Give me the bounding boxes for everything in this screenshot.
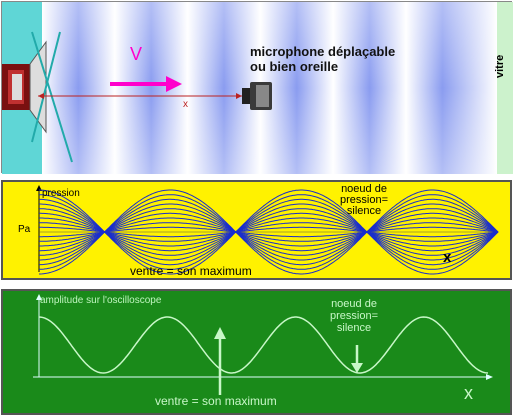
tube-panel [1,1,513,174]
pressure-envelope-curve [39,189,499,275]
pressure-envelope-curve [39,217,499,247]
scope-antinode-label: ventre = son maximum [155,394,277,408]
pressure-node-line1: noeud de [341,183,387,195]
oscilloscope-drawing [33,294,493,395]
pressure-panel [1,180,512,280]
amplitude-axis-label: amplitude sur l'oscilloscope [40,295,162,306]
pressure-envelope-curve [39,212,499,252]
scope-node-line2: pression= [330,310,379,322]
microphone-label: microphone déplaçable ou bien oreille [250,44,395,74]
pressure-envelope-curve [39,194,499,270]
glass-label: vitre [494,54,506,78]
pressure-envelope-curve [39,226,499,238]
pressure-envelope-curve [38,198,499,266]
oscilloscope-panel [1,289,512,415]
scope-x-label: x [464,383,473,403]
pressure-node-line3: silence [346,205,382,217]
distance-label: x [183,99,188,110]
pressure-envelope-curve [39,217,499,247]
microphone-icon [242,82,272,110]
speaker-icon [2,31,73,163]
pressure-envelope-curve [38,198,499,266]
pressure-envelope-curve [39,194,499,270]
pressure-envelopes [38,189,499,275]
scope-node-line3: silence [336,322,372,334]
pressure-envelope-curve [39,189,499,275]
tube-drawing [2,2,513,174]
pressure-node-line2: pression= [340,194,389,206]
pressure-antinode-label: ventre = son maximum [130,264,252,278]
glass-wall [497,2,513,174]
scope-node-label: noeud de pression= silence [330,298,378,334]
pressure-envelope-curve [39,226,499,238]
pressure-envelope-curve [39,222,499,242]
scope-node-line1: noeud de [331,298,377,310]
pressure-envelope-curve [39,203,499,261]
ambient-pressure-label: Pa [18,224,31,235]
pressure-wave-drawing [36,185,499,275]
velocity-label: V [130,44,143,64]
pressure-envelope-curve [39,203,499,261]
microphone-label-line2: ou bien oreille [250,59,339,74]
microphone-label-line1: microphone déplaçable [250,44,396,59]
pressure-envelope-curve [39,208,499,256]
pressure-envelope-curve [39,208,499,256]
pressure-envelope-curve [39,222,499,242]
pressure-axis-label: pression [42,188,80,199]
pressure-envelope-curve [39,212,499,252]
amplitude-curve [38,316,489,374]
pressure-node-label: noeud de pression= silence [340,184,388,217]
pressure-x-label: x [443,249,452,266]
